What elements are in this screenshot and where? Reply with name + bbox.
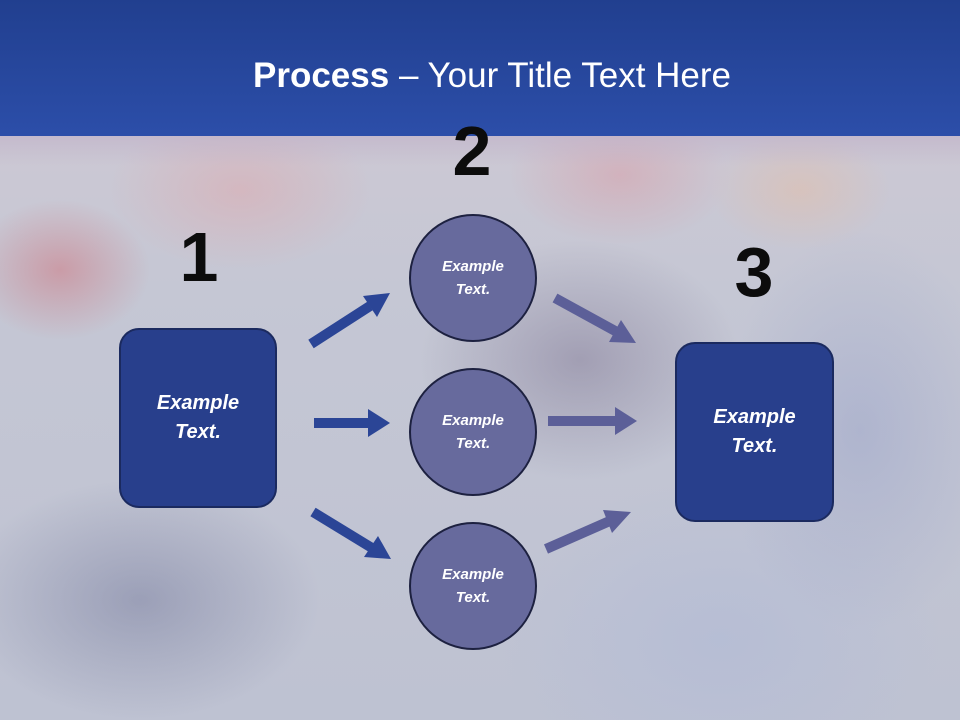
slide-title: Process – Your Title Text Here bbox=[0, 55, 960, 97]
title-bold: Process bbox=[253, 56, 390, 95]
step-3-line2: Text. bbox=[731, 435, 778, 457]
step-1-box: Example Text. bbox=[119, 328, 277, 508]
title-banner bbox=[0, 0, 960, 136]
arrow-top-to-3 bbox=[552, 293, 636, 343]
banner-band bbox=[0, 136, 960, 166]
step-1-line1: Example bbox=[156, 392, 240, 414]
step-2-circle-middle: Example Text. bbox=[409, 368, 537, 496]
step-3-box: Example Text. bbox=[675, 342, 834, 522]
arrow-bottom-to-3 bbox=[543, 510, 631, 554]
step-number-3: 3 bbox=[734, 233, 774, 311]
step-3-line1: Example bbox=[713, 406, 796, 428]
circle-middle-line1: Example bbox=[442, 412, 504, 429]
arrow-1-to-middle bbox=[314, 409, 390, 437]
circle-top-line2: Text. bbox=[455, 281, 491, 298]
circle-middle-line2: Text. bbox=[455, 435, 491, 452]
arrow-1-to-top bbox=[308, 293, 390, 349]
step-1-line2: Text. bbox=[175, 421, 221, 443]
circle-bottom-line2: Text. bbox=[455, 589, 491, 606]
step-number-1: 1 bbox=[179, 218, 219, 296]
arrow-1-to-bottom bbox=[310, 507, 391, 559]
step-2-circle-top: Example Text. bbox=[409, 214, 537, 342]
step-2-circle-bottom: Example Text. bbox=[409, 522, 537, 650]
title-rest: – Your Title Text Here bbox=[389, 56, 731, 95]
circle-bottom-line1: Example bbox=[442, 566, 504, 583]
arrow-middle-to-3 bbox=[548, 407, 637, 435]
circle-top-line1: Example bbox=[442, 258, 504, 275]
step-number-2: 2 bbox=[452, 112, 492, 190]
